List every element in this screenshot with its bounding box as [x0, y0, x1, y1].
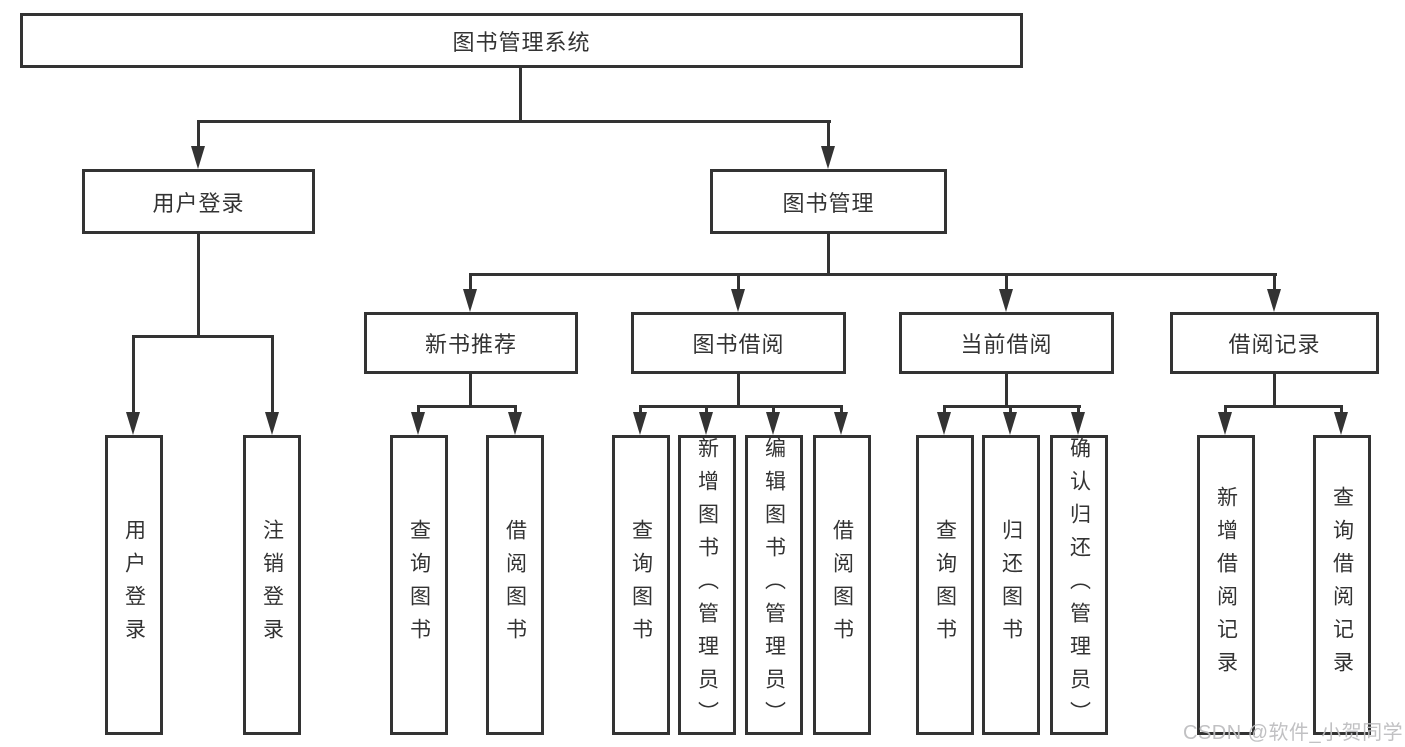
node-current-borrow-label: 当前借阅: [960, 332, 1053, 357]
leaf-add-borrow-record: 新增借阅记录: [1197, 435, 1255, 735]
node-new-book-recommend: 新书推荐: [364, 312, 578, 374]
arrowhead-rc-add: [1218, 412, 1232, 435]
leaf-query-borrow-record-label: 查询借阅记录: [1330, 486, 1354, 684]
leaf-confirm-return-admin-label: 确认归还（管理员）: [1067, 436, 1091, 734]
connector-new-book-stub: [469, 374, 472, 408]
arrowhead-bw-borrow: [834, 412, 848, 435]
connector-current-bus: [943, 405, 1081, 408]
leaf-query-book-borrow-label: 查询图书: [629, 519, 653, 651]
connector-book-mgmt-stub: [827, 234, 830, 276]
leaf-edit-book-admin-label: 编辑图书（管理员）: [762, 436, 786, 734]
arrowhead-leaf-login: [126, 412, 140, 435]
connector-drop-cu-return: [1009, 405, 1012, 415]
connector-record-stub: [1273, 374, 1276, 408]
arrowhead-nb-query: [411, 412, 425, 435]
arrowhead-bw-edit: [766, 412, 780, 435]
leaf-return-book-label: 归还图书: [999, 519, 1023, 651]
leaf-query-book-newbook: 查询图书: [390, 435, 448, 735]
leaf-query-book-newbook-label: 查询图书: [407, 519, 431, 651]
leaf-user-login: 用户登录: [105, 435, 163, 735]
connector-drop-bw-edit: [772, 405, 775, 415]
connector-user-login-bus: [132, 335, 274, 338]
node-current-borrow: 当前借阅: [899, 312, 1114, 374]
connector-root-stub: [519, 68, 522, 120]
leaf-query-book-borrow: 查询图书: [612, 435, 670, 735]
connector-drop-leaf-logout: [271, 335, 274, 415]
node-user-login-label: 用户登录: [152, 190, 245, 216]
connector-drop-record: [1273, 273, 1276, 292]
connector-drop-user-login: [197, 120, 200, 150]
connector-drop-current: [1005, 273, 1008, 292]
arrowhead-new-book: [463, 289, 477, 312]
connector-drop-bw-add: [705, 405, 708, 415]
leaf-borrow-book-label: 借阅图书: [830, 519, 854, 651]
arrowhead-cu-return: [1003, 412, 1017, 435]
connector-user-login-stub: [197, 234, 200, 338]
connector-drop-cu-confirm: [1077, 405, 1080, 415]
node-system-root-label: 图书管理系统: [452, 29, 591, 55]
leaf-user-login-label: 用户登录: [122, 519, 146, 651]
connector-current-stub: [1005, 374, 1008, 408]
connector-record-bus: [1224, 405, 1343, 408]
arrowhead-borrow: [731, 289, 745, 312]
connector-new-book-bus: [417, 405, 517, 408]
leaf-query-book-current-label: 查询图书: [933, 519, 957, 651]
connector-root-bus: [197, 120, 831, 123]
leaf-logout-label: 注销登录: [260, 519, 284, 651]
leaf-query-book-current: 查询图书: [916, 435, 974, 735]
connector-drop-rc-add: [1224, 405, 1227, 415]
arrowhead-leaf-logout: [265, 412, 279, 435]
arrowhead-cu-confirm: [1071, 412, 1085, 435]
leaf-query-borrow-record: 查询借阅记录: [1313, 435, 1371, 735]
connector-drop-borrow: [737, 273, 740, 292]
arrowhead-bw-query: [633, 412, 647, 435]
connector-drop-rc-query: [1340, 405, 1343, 415]
arrowhead-rc-query: [1334, 412, 1348, 435]
leaf-borrow-book-newbook: 借阅图书: [486, 435, 544, 735]
connector-drop-new-book: [469, 273, 472, 292]
leaf-add-book-admin: 新增图书（管理员）: [678, 435, 736, 735]
node-user-login: 用户登录: [82, 169, 315, 234]
node-system-root: 图书管理系统: [20, 13, 1023, 68]
leaf-borrow-book: 借阅图书: [813, 435, 871, 735]
arrowhead-book-mgmt: [821, 146, 835, 169]
connector-drop-cu-query: [943, 405, 946, 415]
connector-drop-leaf-login: [132, 335, 135, 415]
arrowhead-nb-borrow: [508, 412, 522, 435]
node-book-borrow-label: 图书借阅: [692, 332, 785, 357]
arrowhead-cu-query: [937, 412, 951, 435]
connector-borrow-bus: [639, 405, 843, 408]
node-borrow-record: 借阅记录: [1170, 312, 1379, 374]
node-book-borrow: 图书借阅: [631, 312, 846, 374]
leaf-confirm-return-admin: 确认归还（管理员）: [1050, 435, 1108, 735]
leaf-logout: 注销登录: [243, 435, 301, 735]
connector-drop-book-mgmt: [827, 120, 830, 150]
arrowhead-bw-add: [699, 412, 713, 435]
node-borrow-record-label: 借阅记录: [1228, 332, 1321, 357]
leaf-return-book: 归还图书: [982, 435, 1040, 735]
node-book-management: 图书管理: [710, 169, 947, 234]
arrowhead-current: [999, 289, 1013, 312]
connector-drop-bw-query: [639, 405, 642, 415]
leaf-add-borrow-record-label: 新增借阅记录: [1214, 486, 1238, 684]
leaf-edit-book-admin: 编辑图书（管理员）: [745, 435, 803, 735]
connector-drop-nb-query: [417, 405, 420, 415]
node-book-management-label: 图书管理: [782, 190, 875, 216]
arrowhead-record: [1267, 289, 1281, 312]
csdn-watermark: CSDN @软件_小贺同学: [1183, 722, 1404, 744]
leaf-add-book-admin-label: 新增图书（管理员）: [695, 436, 719, 734]
node-new-book-recommend-label: 新书推荐: [424, 332, 517, 357]
connector-drop-bw-borrow: [840, 405, 843, 415]
connector-borrow-stub: [737, 374, 740, 408]
connector-drop-nb-borrow: [514, 405, 517, 415]
leaf-borrow-book-newbook-label: 借阅图书: [503, 519, 527, 651]
arrowhead-user-login: [191, 146, 205, 169]
connector-book-mgmt-bus: [469, 273, 1277, 276]
